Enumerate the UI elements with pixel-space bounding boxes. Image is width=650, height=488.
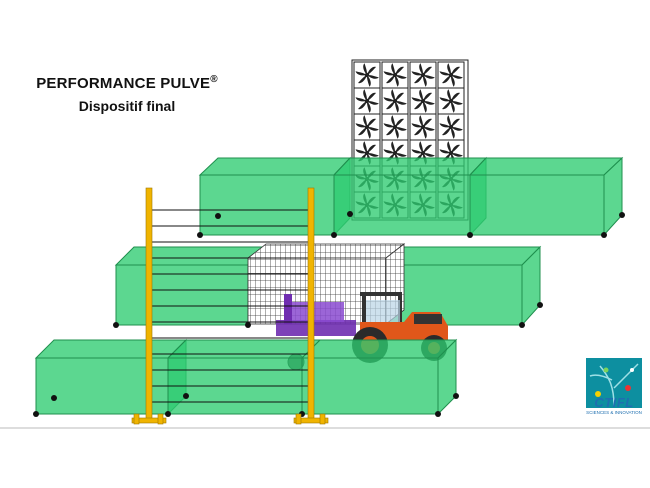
title-block: PERFORMANCE PULVE® Dispositif final [22, 74, 232, 114]
logo-tagline: SCIENCES & INNOVATION [586, 410, 642, 415]
front-row-boxes [34, 338, 458, 416]
sampling-wires [150, 209, 312, 403]
back-row-boxes [198, 156, 624, 237]
back-row-feet [197, 211, 625, 238]
middle-row-boxes [114, 245, 542, 327]
title-main: PERFORMANCE PULVE® [22, 74, 232, 92]
title-main-text: PERFORMANCE PULVE [36, 75, 211, 92]
front-row-feet [33, 393, 459, 417]
wire-frame [131, 187, 329, 425]
registered-mark: ® [210, 74, 218, 85]
logo-name: CTIFL [594, 395, 634, 410]
yellow-poles [131, 187, 329, 425]
title-subtitle: Dispositif final [78, 98, 176, 114]
ctifl-logo-icon [586, 358, 642, 408]
